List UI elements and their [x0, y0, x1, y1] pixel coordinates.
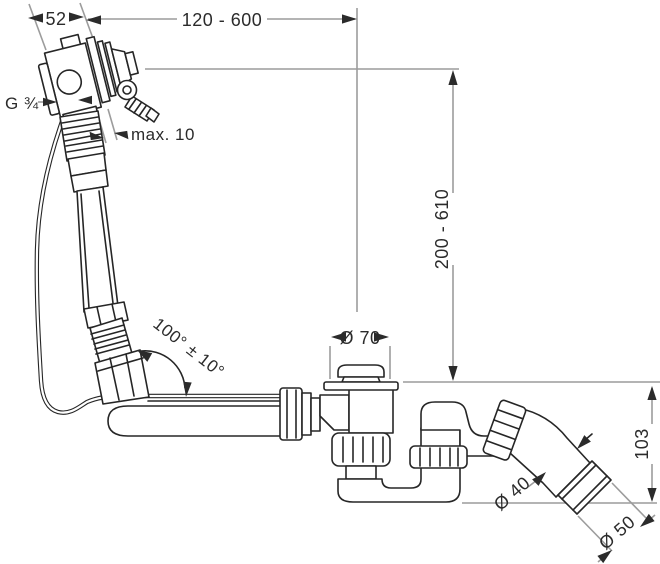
outlet-pipe [482, 399, 612, 515]
dim-height-range: 200 - 610 [432, 189, 452, 270]
dim-overflow-length-range: 120 - 600 [182, 10, 263, 30]
dim-plug-diameter: Ø 70 [339, 328, 380, 348]
hose-barb [116, 79, 160, 123]
dim-outlet-pipe-diameter: Ø 40 [490, 472, 534, 514]
dim-wall-thickness: max. 10 [131, 125, 195, 144]
trap-nut-outlet [409, 445, 468, 469]
dim-thread-size: G ¾ [5, 94, 39, 113]
waste-body [319, 364, 399, 480]
reference-lines [28, 2, 660, 563]
dim-trap-depth: 103 [632, 428, 652, 460]
dim-flange-width: 52 [45, 9, 66, 29]
overflow-pipe [107, 387, 321, 441]
outlet-sleeve [557, 460, 612, 515]
trap [337, 401, 498, 503]
cable [34, 115, 284, 415]
flexible-hose [59, 110, 150, 405]
trap-nut-top [331, 432, 391, 467]
dim-outlet-end-diameter: Ø 50 [595, 511, 639, 553]
dimension-arrows [28, 12, 657, 564]
dim-hose-angle: 100° ± 10° [150, 314, 228, 381]
